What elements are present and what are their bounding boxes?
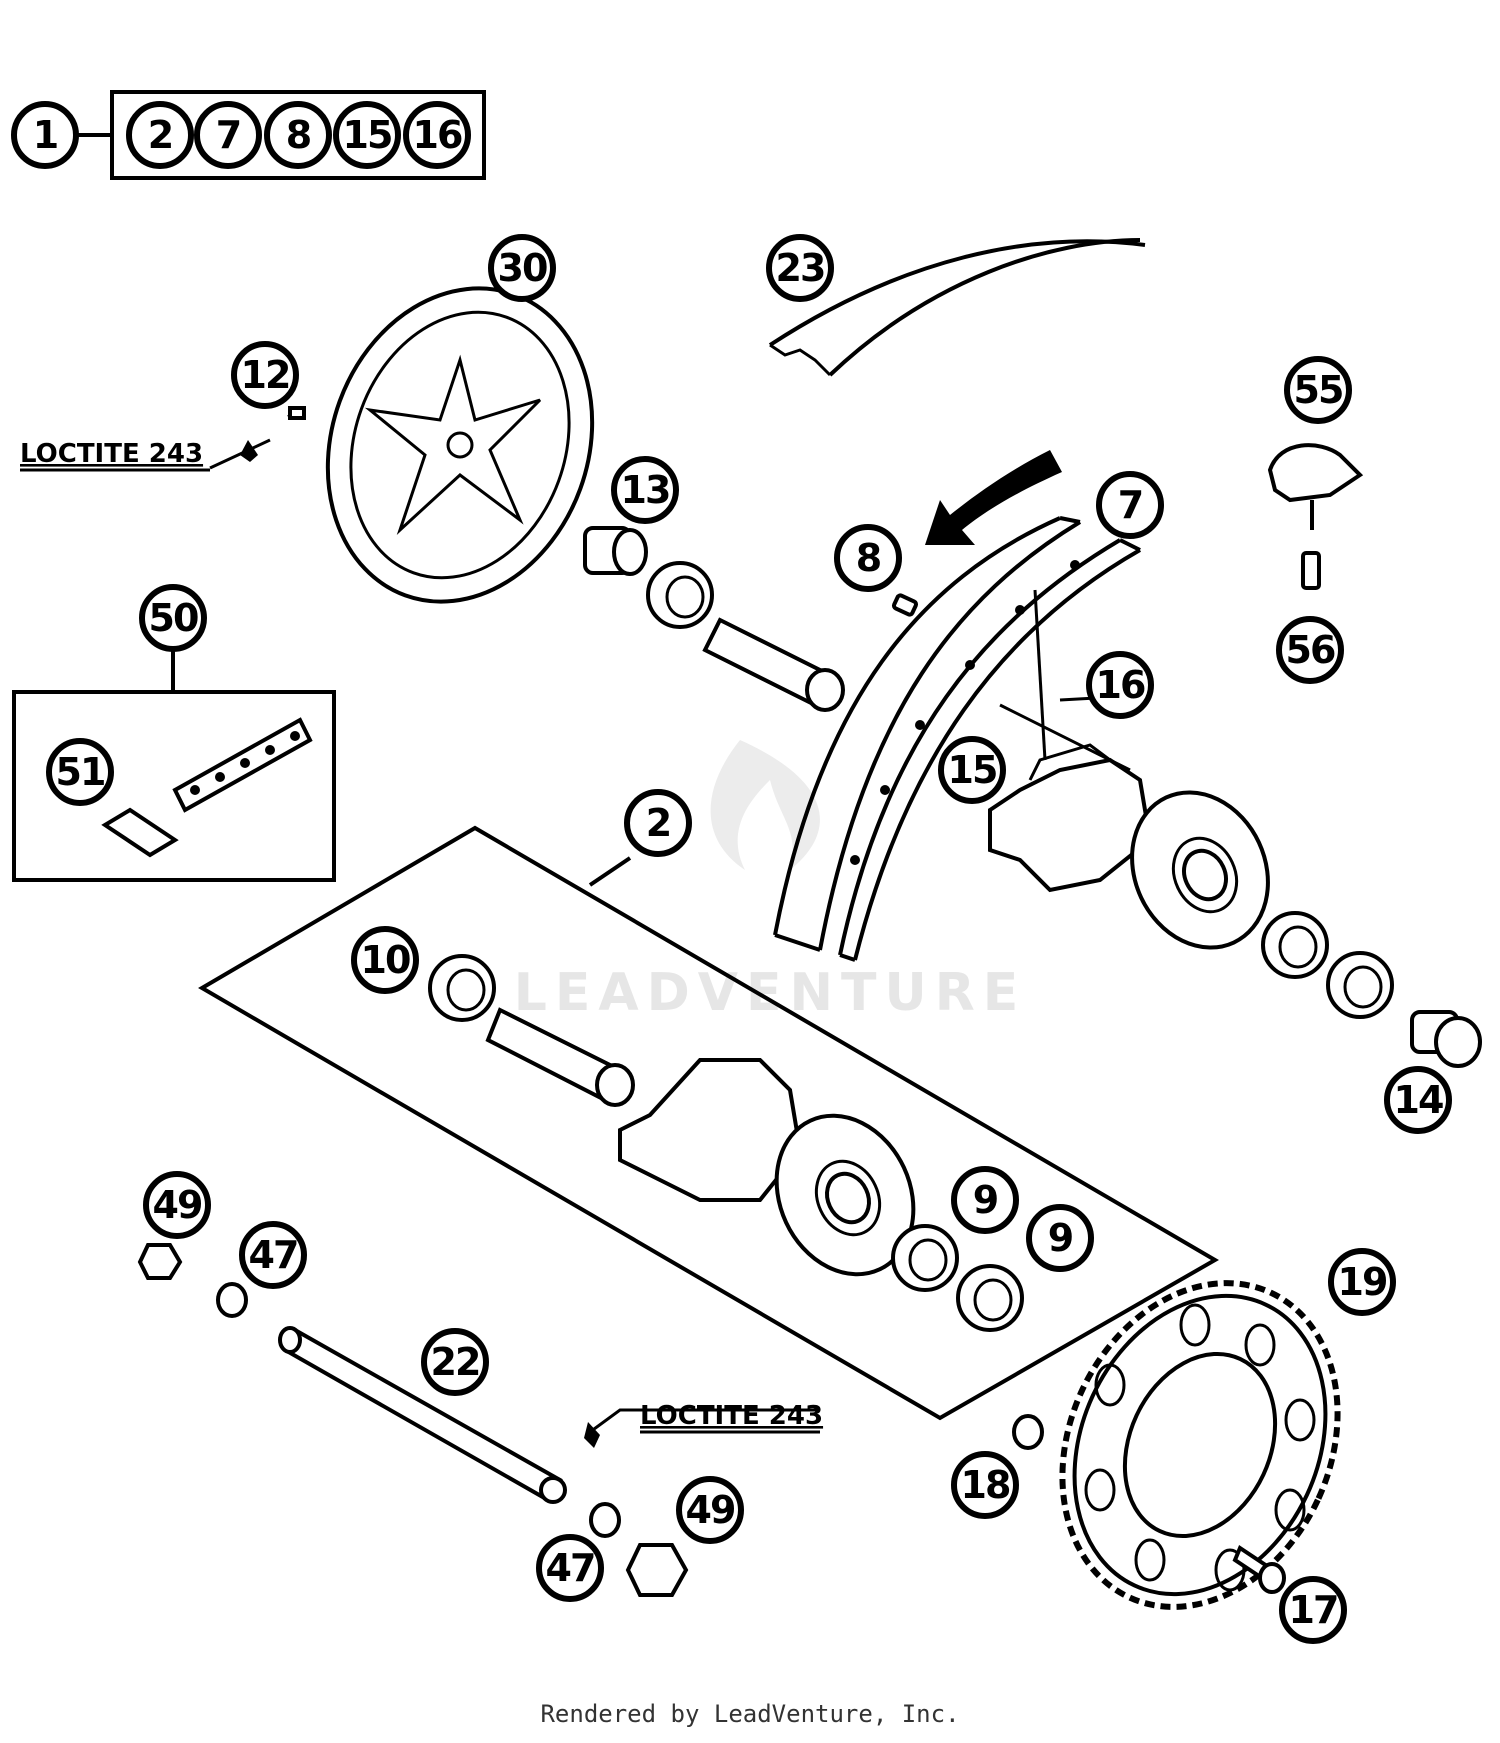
callout-kit-15: 15 [333, 101, 401, 169]
brake-disc [325, 286, 595, 604]
callout-22-number: 22 [431, 1340, 480, 1384]
callout-kit-7-number: 7 [216, 113, 240, 157]
callout-kit-16-number: 16 [413, 113, 462, 157]
callout-13: 13 [611, 456, 679, 524]
callout-2: 2 [624, 789, 692, 857]
callout-49b: 49 [676, 1476, 744, 1544]
rim-tape [768, 238, 1146, 377]
callout-2-number: 2 [646, 801, 670, 845]
callout-51: 51 [46, 738, 114, 806]
callout-22: 22 [421, 1328, 489, 1396]
rear-sprocket [1059, 1280, 1341, 1610]
callout-17-number: 17 [1289, 1588, 1338, 1632]
callout-8: 8 [834, 524, 902, 592]
chain-master-link [101, 807, 179, 858]
rim [773, 516, 1141, 962]
washer-left [216, 1282, 248, 1318]
watermark: LEADVENTURE [514, 740, 1027, 1023]
axle [278, 1326, 567, 1504]
callout-47a-number: 47 [249, 1233, 298, 1277]
callout-9b: 9 [1026, 1204, 1094, 1272]
callout-15-number: 15 [948, 748, 997, 792]
callout-23-number: 23 [776, 246, 825, 290]
callout-kit-2: 2 [126, 101, 194, 169]
callout-14-number: 14 [1394, 1078, 1443, 1122]
callout-kit-1: 1 [11, 101, 79, 169]
nut-right [625, 1543, 689, 1597]
loctite-note-top: LOCTITE 243 [20, 439, 203, 469]
callout-47b: 47 [536, 1534, 604, 1602]
footer-credit: Rendered by LeadVenture, Inc. [540, 1700, 959, 1728]
watermark-text: LEADVENTURE [514, 963, 1027, 1023]
callout-kit-2-number: 2 [148, 113, 172, 157]
callout-56-number: 56 [1286, 628, 1335, 672]
lower-left-bearing [428, 954, 496, 1022]
lower-right-bearings [891, 1224, 1024, 1332]
lower-hub [618, 1058, 916, 1277]
callout-kit-15-number: 15 [343, 113, 392, 157]
disc-bolt [287, 406, 306, 420]
callout-16: 16 [1086, 651, 1154, 719]
callout-49b-number: 49 [686, 1488, 735, 1532]
rotation-direction-arrow [925, 450, 1062, 545]
callout-kit-8-number: 8 [286, 113, 311, 157]
callout-kit-1-number: 1 [33, 113, 57, 157]
callout-14: 14 [1384, 1066, 1452, 1134]
callout-49a-number: 49 [153, 1183, 202, 1227]
callout-50: 50 [139, 584, 207, 652]
callout-30: 30 [488, 234, 556, 302]
callout-56: 56 [1276, 616, 1344, 684]
callout-8-number: 8 [856, 536, 881, 580]
callout-18: 18 [951, 1451, 1019, 1519]
callout-16-number: 16 [1096, 663, 1145, 707]
callout-13-number: 13 [621, 468, 670, 512]
chain-box [12, 640, 336, 882]
callout-50-number: 50 [149, 596, 198, 640]
callout-23: 23 [766, 234, 834, 302]
callout-51-number: 51 [56, 750, 105, 794]
callout-47a: 47 [239, 1221, 307, 1289]
nut-left [137, 1243, 183, 1280]
upper-hub [988, 743, 1270, 950]
hub-assembly-box [198, 825, 1219, 1421]
callout-19: 19 [1328, 1248, 1396, 1316]
callout-10: 10 [351, 926, 419, 994]
loctite-note-bottom: LOCTITE 243 [640, 1401, 823, 1431]
upper-left-bearing [646, 561, 714, 629]
right-spacer [1410, 1010, 1482, 1068]
callout-17: 17 [1279, 1576, 1347, 1644]
sprocket-bolt [1232, 1544, 1286, 1594]
callout-kit-16: 16 [403, 101, 471, 169]
callout-7: 7 [1096, 471, 1164, 539]
callout-18-number: 18 [961, 1463, 1010, 1507]
upper-distance-tube [702, 617, 845, 712]
callout-12-number: 12 [241, 353, 290, 397]
callout-12: 12 [231, 341, 299, 409]
callout-10-number: 10 [361, 938, 410, 982]
callout-30-number: 30 [498, 246, 547, 290]
chain-slider [1267, 443, 1364, 530]
callout-kit-7: 7 [194, 101, 262, 169]
callout-9b-number: 9 [1048, 1216, 1073, 1260]
callout-9a-number: 9 [973, 1178, 998, 1222]
upper-right-bearings [1261, 911, 1394, 1019]
callout-19-number: 19 [1338, 1260, 1387, 1304]
callout-49a: 49 [143, 1171, 211, 1239]
lower-distance-tube [485, 1007, 635, 1107]
chain [172, 717, 313, 813]
left-spacer [583, 526, 648, 576]
slider-screw [1301, 551, 1321, 590]
washer-right [589, 1502, 621, 1538]
sprocket-nut [1012, 1414, 1044, 1450]
callout-15: 15 [938, 736, 1006, 804]
callout-47b-number: 47 [546, 1546, 595, 1590]
valve [891, 593, 919, 617]
callout-kit-8: 8 [264, 101, 332, 169]
callout-9a: 9 [951, 1166, 1019, 1234]
callout-55-number: 55 [1294, 368, 1343, 412]
callout-7-number: 7 [1118, 483, 1142, 527]
callout-55: 55 [1284, 356, 1352, 424]
